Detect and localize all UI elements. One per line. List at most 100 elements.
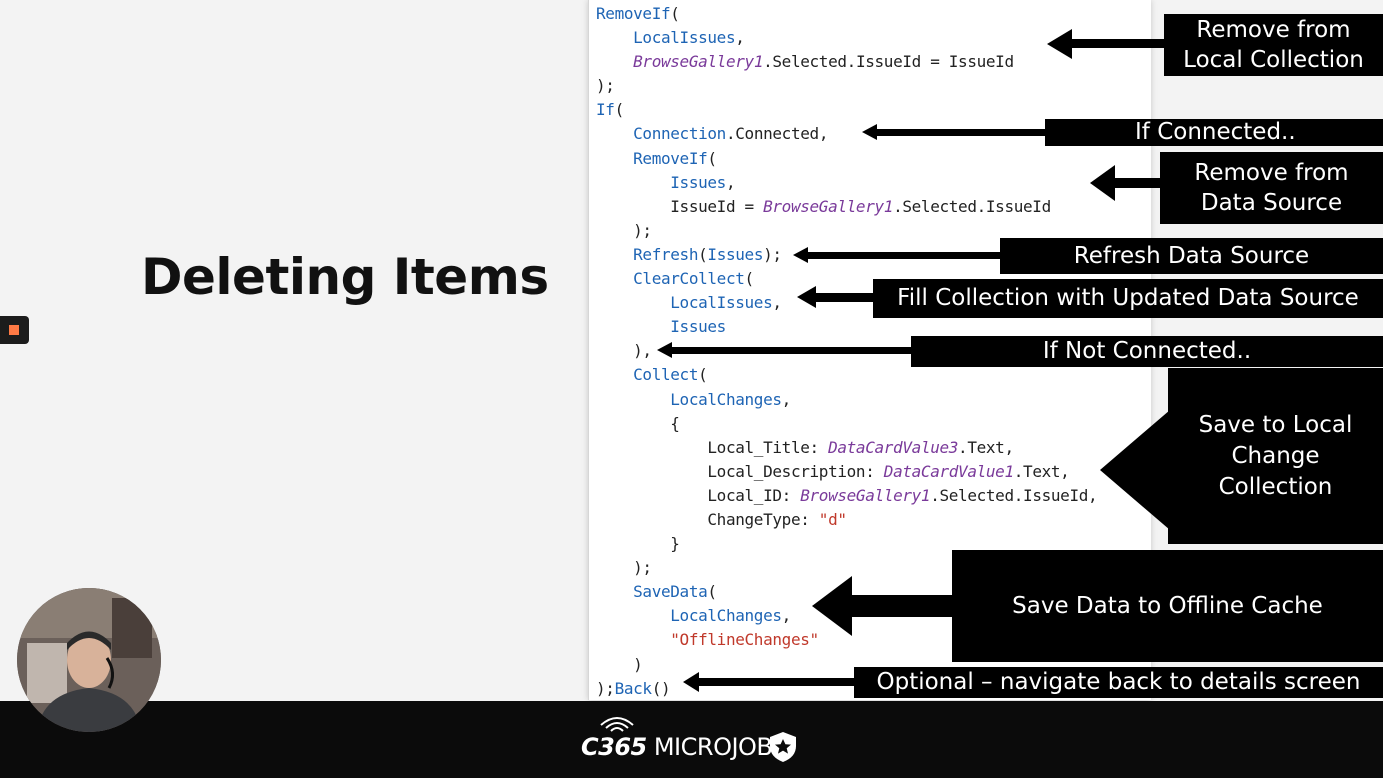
- code-token-fn: LocalChanges: [670, 389, 782, 409]
- wifi-icon: [600, 717, 634, 732]
- code-token: [596, 390, 670, 409]
- shield-star-icon: [770, 732, 796, 762]
- code-line: "OfflineChanges": [596, 628, 1097, 652]
- code-token-fn: Collect: [633, 365, 699, 385]
- code-line: SaveData(: [596, 580, 1097, 604]
- code-token: }: [596, 534, 680, 554]
- code-line: Local_Description: DataCardValue1.Text,: [596, 460, 1097, 484]
- code-token: [596, 630, 670, 649]
- code-token: ,: [781, 389, 792, 409]
- brand-name: C365 MICROJOBS: [581, 733, 787, 761]
- code-token: (: [670, 4, 680, 23]
- annotation-line: Fill Collection with Updated Data Source: [897, 285, 1359, 311]
- arrowhead-icon: [683, 672, 699, 692]
- annotation-line: Remove from: [1194, 160, 1349, 186]
- code-token: ): [596, 654, 643, 674]
- code-token: );: [596, 76, 615, 96]
- annotation-line: Save to Local: [1198, 411, 1353, 438]
- code-line: RemoveIf(: [596, 147, 1097, 171]
- code-line: }: [596, 532, 1097, 556]
- code-token: ChangeType:: [596, 509, 819, 529]
- arrowhead-icon: [812, 576, 852, 636]
- code-token: Local_Description:: [596, 461, 884, 481]
- annotation-line: Data Source: [1200, 190, 1343, 216]
- arrowhead-icon: [797, 286, 816, 308]
- code-token: .Connected,: [725, 124, 829, 144]
- annotation-remove-local: Remove from Local Collection: [1164, 14, 1383, 76]
- annotation-line: If Not Connected..: [1042, 338, 1252, 364]
- arrowhead-icon: [793, 247, 808, 263]
- slide-title: Deleting Items: [141, 248, 549, 306]
- code-line: Issues: [596, 315, 1097, 339]
- code-line: Local_Title: DataCardValue3.Text,: [596, 436, 1097, 460]
- code-line: Refresh(Issues);: [596, 243, 1097, 267]
- code-token: [596, 245, 633, 264]
- code-token-fn: SaveData: [633, 582, 708, 602]
- brand-logo: C365 MICROJOBS: [581, 709, 801, 773]
- code-line: IssueId = BrowseGallery1.Selected.IssueI…: [596, 195, 1097, 219]
- code-token: [596, 365, 633, 384]
- brand-name-bold: C365: [581, 733, 647, 761]
- annotation-line: If Connected..: [1135, 119, 1296, 145]
- annotation-if-connected: If Connected..: [1045, 119, 1383, 146]
- code-line: );Back(): [596, 677, 1097, 701]
- code-token-fn: LocalIssues: [670, 293, 773, 313]
- code-token-fn: LocalChanges: [670, 606, 782, 626]
- annotation-save-local: Save to Local Change Collection: [1168, 368, 1383, 544]
- arrow-refresh: [806, 252, 1002, 259]
- code-token: [596, 173, 670, 192]
- code-token: (: [707, 148, 717, 168]
- code-line: LocalIssues,: [596, 291, 1097, 315]
- code-token: [596, 582, 633, 601]
- code-line: );: [596, 74, 1097, 98]
- code-token: ,: [735, 28, 745, 48]
- code-token-fn: Issues: [670, 317, 726, 337]
- code-line: ChangeType: "d": [596, 508, 1097, 532]
- code-token: [596, 28, 633, 47]
- arrow-remove-local: [1070, 39, 1166, 48]
- annotation-optional: Optional – navigate back to details scre…: [854, 667, 1383, 698]
- code-line: ClearCollect(: [596, 267, 1097, 291]
- code-token-ctl: BrowseGallery1: [800, 485, 931, 505]
- code-line: Collect(: [596, 363, 1097, 387]
- stop-icon: [9, 325, 19, 335]
- code-token: ,: [781, 606, 792, 626]
- code-token: [596, 269, 633, 288]
- code-token: {: [596, 413, 680, 433]
- annotation-save-offline: Save Data to Offline Cache: [952, 550, 1383, 662]
- code-token: Local_Title:: [596, 437, 829, 457]
- code-line: LocalChanges,: [596, 388, 1097, 412]
- code-token-str: "d": [818, 509, 847, 529]
- code-token-fn: RemoveIf: [596, 4, 671, 23]
- code-token-fn: Back: [614, 678, 652, 698]
- annotation-line: Collection: [1218, 473, 1333, 500]
- code-token: [596, 317, 670, 336]
- code-token-ctl: BrowseGallery1: [633, 52, 764, 72]
- presentation-slide: Deleting Items RemoveIf( LocalIssues, Br…: [0, 0, 1383, 701]
- code-token: .Selected.IssueId,: [930, 485, 1098, 505]
- presenter-avatar-icon: [17, 588, 161, 732]
- brand-name-rest: MICROJOBS: [646, 733, 787, 761]
- recording-indicator[interactable]: [0, 316, 29, 344]
- code-token-ctl: DataCardValue3: [828, 437, 959, 457]
- code-token: IssueId =: [596, 196, 764, 216]
- code-token-fn: Issues: [707, 244, 764, 264]
- code-line: );: [596, 556, 1097, 580]
- annotation-fill-collection: Fill Collection with Updated Data Source: [873, 279, 1383, 318]
- code-token-fn: Refresh: [633, 244, 699, 264]
- code-token: );: [596, 678, 615, 698]
- code-token-fn: Connection: [633, 124, 726, 144]
- arrowhead-icon: [1100, 410, 1170, 530]
- code-token-fn: LocalIssues: [633, 28, 736, 48]
- arrow-if-connected: [875, 129, 1047, 136]
- code-line: Connection.Connected,: [596, 122, 1097, 146]
- annotation-line: Remove from: [1196, 17, 1351, 43]
- annotation-line: Local Collection: [1183, 47, 1364, 73]
- annotation-remove-source: Remove from Data Source: [1160, 152, 1383, 224]
- code-token-ctl: DataCardValue1: [883, 461, 1014, 481]
- webcam-feed: [17, 588, 161, 732]
- code-token-fn: ClearCollect: [633, 269, 745, 289]
- code-token: ),: [596, 341, 652, 361]
- code-token: );: [763, 244, 782, 264]
- arrowhead-icon: [1090, 165, 1115, 201]
